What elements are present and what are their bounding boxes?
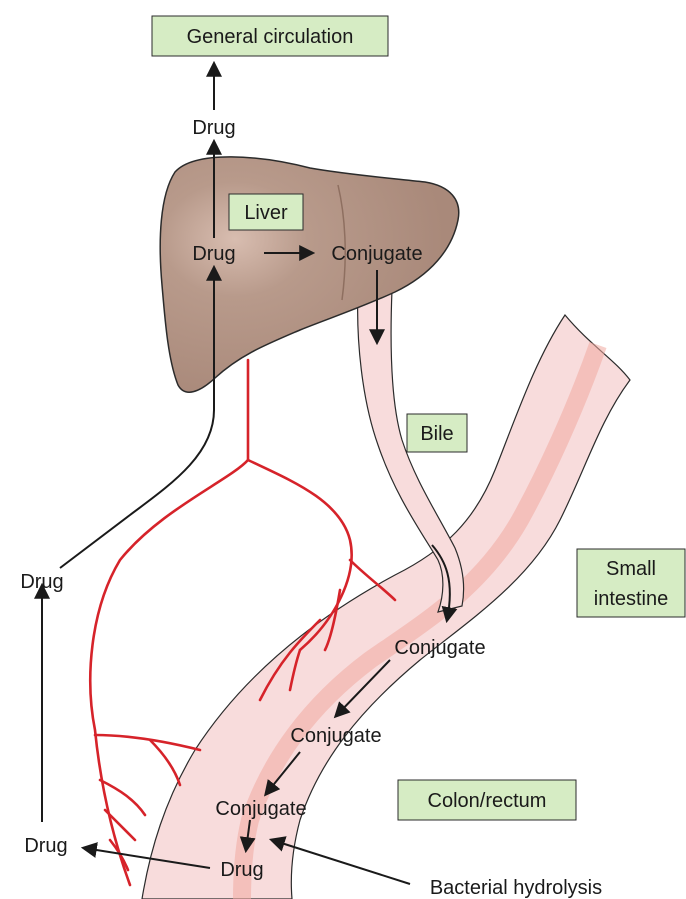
label-box-liver: Liver: [229, 194, 303, 230]
conjugate-3-label: Conjugate: [215, 798, 306, 820]
colon-rectum-label: Colon/rectum: [428, 790, 547, 812]
small-intestine-label-line2: intestine: [594, 588, 669, 610]
label-box-colon-rectum: Colon/rectum: [398, 780, 576, 820]
bacterial-hydrolysis-label: Bacterial hydrolysis: [430, 877, 602, 899]
conjugate-1-label: Conjugate: [394, 637, 485, 659]
vessel-twig-8: [105, 810, 135, 840]
conjugate-2-label: Conjugate: [290, 725, 381, 747]
label-box-general-circulation: General circulation: [152, 16, 388, 56]
drug-top-label: Drug: [192, 117, 235, 139]
drug-left-bottom-label: Drug: [24, 835, 67, 857]
label-box-small-intestine: Small intestine: [577, 549, 685, 617]
liver: [160, 157, 459, 392]
label-box-bile: Bile: [407, 414, 467, 452]
small-intestine-label-line1: Small: [606, 558, 656, 580]
general-circulation-label: General circulation: [187, 26, 354, 48]
liver-shape: [160, 157, 459, 392]
conjugate-liver-label: Conjugate: [331, 243, 422, 265]
drug-liver-label: Drug: [192, 243, 235, 265]
drug-left-mid-label: Drug: [20, 571, 63, 593]
liver-label: Liver: [244, 202, 288, 224]
drug-colon-label: Drug: [220, 859, 263, 881]
vessel-twig-6: [150, 740, 180, 785]
bile-label: Bile: [420, 423, 453, 445]
vessel-twig-5: [95, 735, 200, 750]
